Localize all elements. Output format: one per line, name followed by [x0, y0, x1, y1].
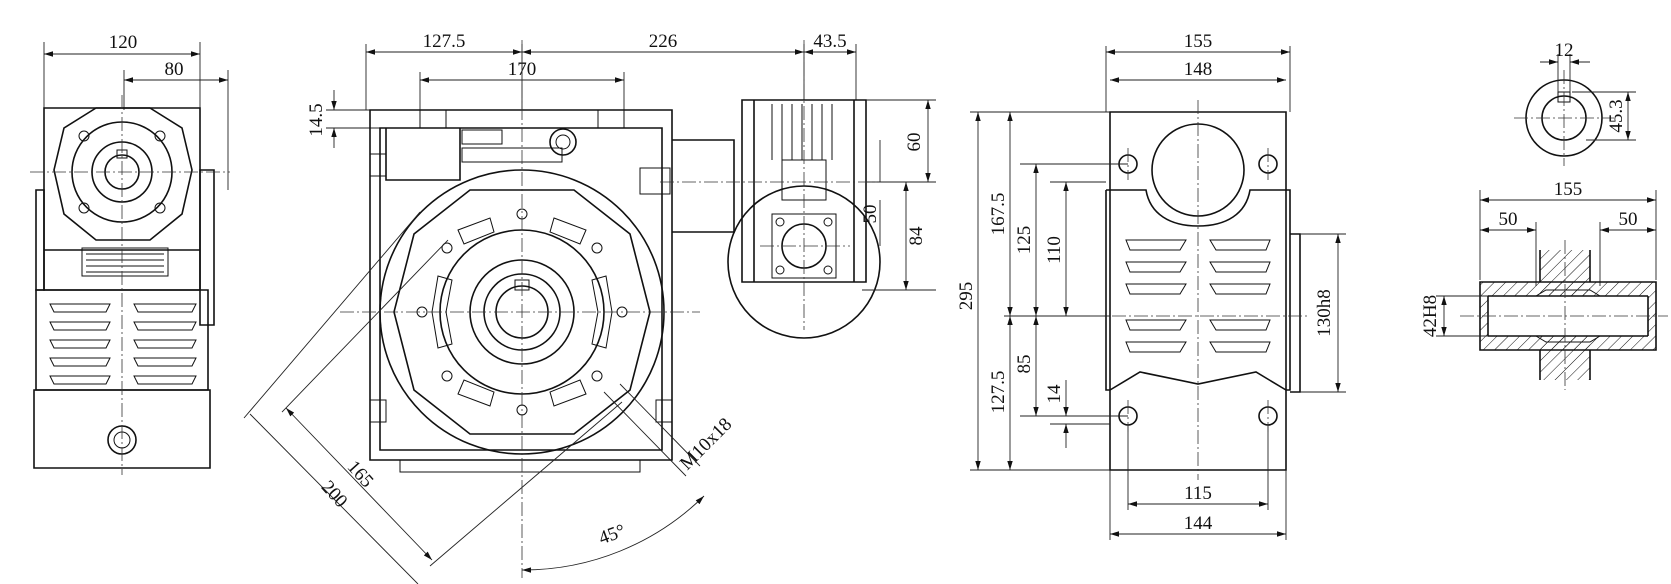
side-pilot — [1290, 233, 1301, 393]
left-end-view: 120 80 — [30, 32, 230, 475]
dim-label-148: 148 — [1184, 59, 1213, 80]
dim-label-226: 226 — [649, 31, 678, 52]
shaft-bore-42h8 — [1487, 295, 1649, 337]
left-housing-base — [33, 389, 211, 469]
dim-label-84: 84 — [906, 226, 927, 246]
dim-label-155-shaft: 155 — [1554, 179, 1583, 200]
side-cooling-fins — [1125, 239, 1271, 353]
left-cooling-fins — [49, 303, 197, 385]
left-side-flange — [199, 169, 215, 326]
dim-label-60: 60 — [904, 133, 925, 152]
dim-label-14-5: 14.5 — [306, 103, 327, 136]
dim-label-130h8: 130h8 — [1314, 289, 1335, 337]
side-view: 155 148 — [956, 31, 1346, 540]
dim-front-flange-h: 14.5 — [306, 90, 420, 148]
dim-label-167-5: 167.5 — [988, 193, 1009, 236]
front-output-flange — [393, 189, 651, 435]
dim-side-pilot: 130h8 — [1300, 233, 1346, 393]
shaft-detail-view: 12 45.3 155 50 50 — [1420, 40, 1668, 390]
dim-label-125: 125 — [1014, 226, 1035, 255]
dim-label-200: 200 — [317, 477, 352, 512]
dim-label-165: 165 — [343, 457, 378, 492]
dim-label-80: 80 — [165, 59, 184, 80]
dim-label-120: 120 — [109, 32, 138, 53]
dim-label-85: 85 — [1014, 355, 1035, 374]
dim-front-top-chain: 127.5 226 43.5 — [365, 31, 857, 110]
dim-label-115: 115 — [1184, 483, 1212, 504]
dim-side-vertical: 295 167.5 127.5 125 110 85 14 — [956, 111, 1128, 471]
dim-label-42h8: 42H8 — [1420, 295, 1441, 337]
dim-label-295: 295 — [956, 282, 977, 311]
front-housing — [369, 109, 673, 461]
dim-label-45: 45° — [596, 520, 628, 549]
dim-front-motor: 60 50 84 — [860, 99, 936, 291]
dim-side-bottom: 115 144 — [1109, 424, 1287, 540]
dim-label-50-right: 50 — [1619, 209, 1638, 230]
dim-label-144: 144 — [1184, 513, 1213, 534]
left-end-flange — [53, 107, 193, 241]
front-input-housing — [741, 99, 867, 283]
dim-left-width-right: 80 — [123, 59, 229, 190]
dim-label-127-5: 127.5 — [423, 31, 466, 52]
dim-side-top: 155 148 — [1105, 31, 1291, 112]
dim-label-14: 14 — [1044, 384, 1065, 404]
shaft-section — [1479, 281, 1657, 351]
dim-label-50: 50 — [860, 205, 881, 224]
dim-label-43-5: 43.5 — [813, 31, 846, 52]
dim-shaft-bore-key: 45.3 — [1572, 91, 1636, 141]
front-input-shaft — [672, 139, 735, 233]
dim-label-thread: M10x18 — [676, 414, 736, 474]
dim-label-155: 155 — [1184, 31, 1213, 52]
dim-shaft-key: 12 — [1540, 40, 1590, 92]
dim-label-110: 110 — [1044, 236, 1065, 264]
dim-label-50-left: 50 — [1499, 209, 1518, 230]
front-vent-plug — [549, 128, 577, 156]
dim-front-angle: 45° — [521, 495, 705, 573]
dim-label-45-3: 45.3 — [1606, 99, 1627, 132]
dim-shaft-bore: 42H8 — [1420, 295, 1488, 337]
dim-label-12: 12 — [1555, 40, 1574, 61]
dim-shaft-length: 155 50 50 — [1479, 179, 1657, 286]
dim-left-width-total: 120 — [43, 32, 201, 108]
dim-label-127-5-side: 127.5 — [988, 371, 1009, 414]
front-view: 127.5 226 43.5 170 14.5 — [243, 31, 936, 584]
